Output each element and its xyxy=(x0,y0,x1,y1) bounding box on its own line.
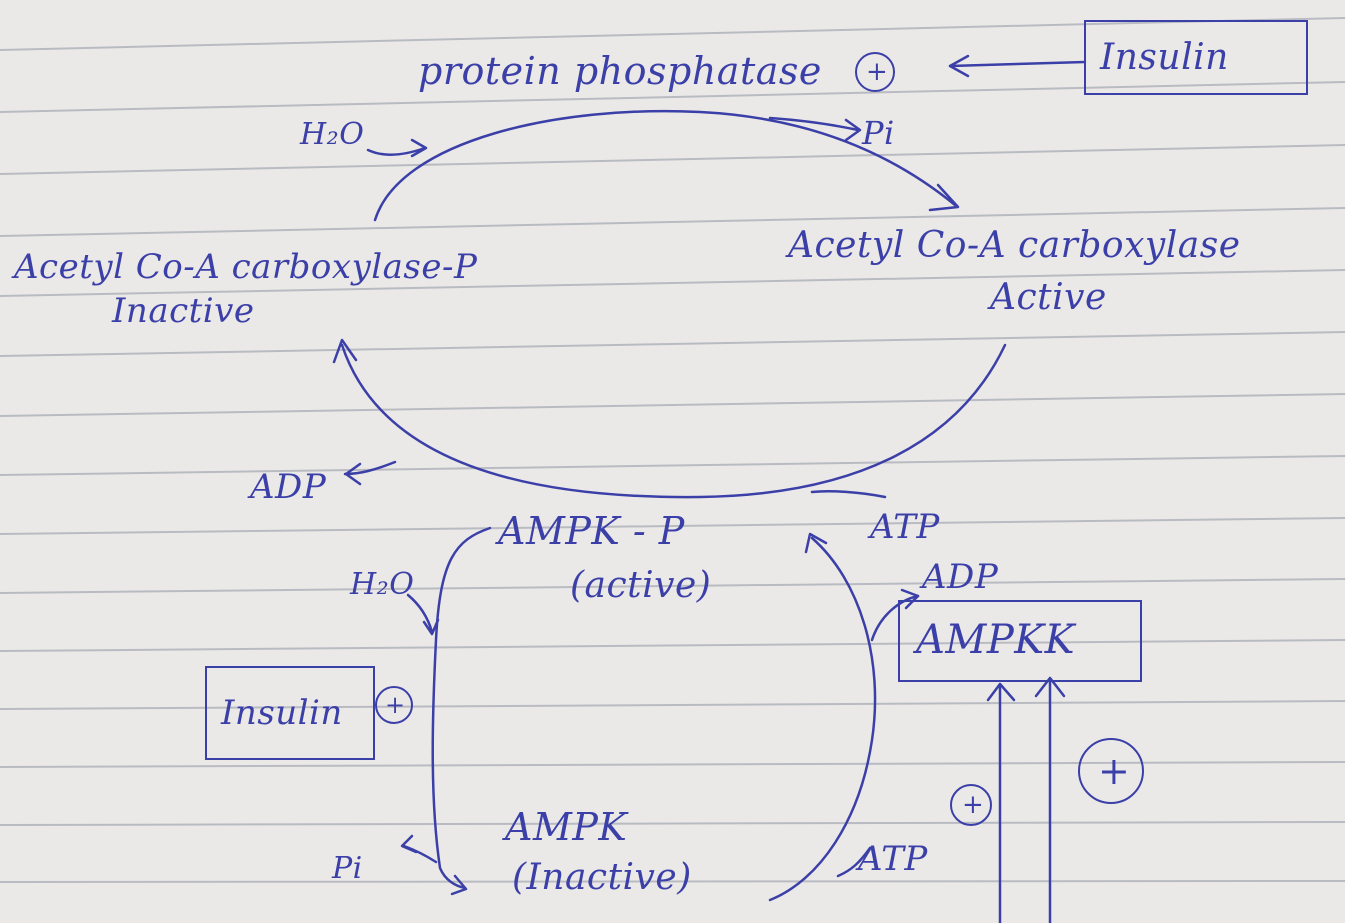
pi-bottom-label: Pi xyxy=(332,851,363,886)
insulin-left-label: Insulin xyxy=(221,693,343,733)
insulin-top-label: Insulin xyxy=(1100,37,1229,78)
acc-p-label: Acetyl Co-A carboxylase-P xyxy=(14,247,478,287)
adp-out-arrow xyxy=(343,460,397,476)
phosphorylation-arc xyxy=(340,343,1007,499)
adp-bottom-label: ADP xyxy=(922,557,999,597)
adp-mid-label: ADP xyxy=(250,467,327,507)
atp-in-arrow-bottom xyxy=(836,846,872,878)
atp-in-arrow xyxy=(810,489,887,499)
dephosphorylation-arrowhead xyxy=(928,183,960,212)
phosphorylation-arrowhead xyxy=(332,338,358,364)
phosphatase-plus-sign: + xyxy=(855,52,895,92)
water-top-label: H₂O xyxy=(300,117,365,152)
adp-out-arrow-right xyxy=(870,594,920,642)
ampkk-label: AMPKK xyxy=(916,617,1076,663)
insulin-top-box: Insulin xyxy=(1084,20,1308,95)
acc-state: Active xyxy=(990,277,1107,318)
protein-phosphatase-label: protein phosphatase xyxy=(418,49,822,93)
ampk-phosphorylation-arrowhead xyxy=(804,532,828,554)
dephosphorylation-arc xyxy=(373,109,957,222)
ampk-dephosphorylation-arrow xyxy=(431,526,492,890)
water-bottom-label: H₂O xyxy=(350,567,415,602)
ampkk-plus-large: + xyxy=(1078,738,1144,804)
insulin-to-phosphatase-arrow xyxy=(948,60,1087,68)
acc-p-state: Inactive xyxy=(112,291,255,331)
water-in-arrow-bottom xyxy=(406,593,434,634)
pi-out-arrow xyxy=(768,116,860,132)
ampkk-box: AMPKK xyxy=(898,600,1142,682)
insulin-left-plus: + xyxy=(375,686,413,724)
ampk-label: AMPK xyxy=(505,805,628,849)
atp-mid-label: ATP xyxy=(870,507,940,547)
pi-top-label: Pi xyxy=(862,114,895,152)
water-in-arrow xyxy=(366,146,427,156)
ampk-state: (Inactive) xyxy=(512,857,692,898)
ampkk-plus-small: + xyxy=(950,784,992,826)
acc-label: Acetyl Co-A carboxylase xyxy=(788,225,1241,266)
ampk-p-label: AMPK - P xyxy=(498,509,685,553)
ampk-p-state: (active) xyxy=(570,565,712,606)
insulin-left-box: Insulin xyxy=(205,666,375,760)
atp-bottom-label: ATP xyxy=(858,839,928,879)
ampk-phosphorylation-arrow xyxy=(768,536,877,902)
